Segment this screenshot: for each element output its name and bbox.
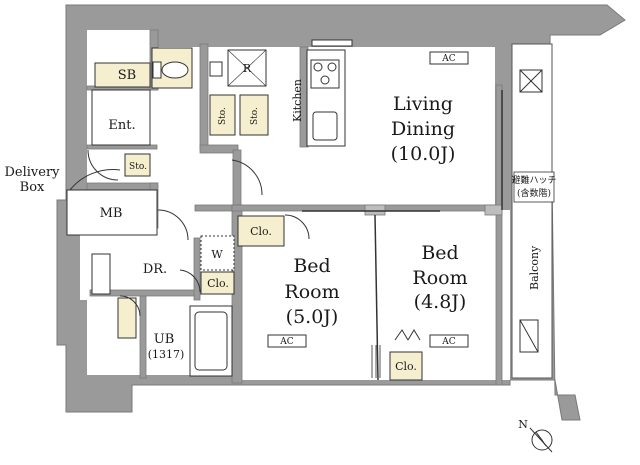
bed1-label-line1: Bed — [293, 255, 330, 277]
living-label-line1: Living — [393, 93, 453, 115]
interior-walls — [86, 29, 503, 386]
bed2-label-line1: Bed — [421, 242, 458, 264]
evacuation-hatch-box — [513, 171, 555, 203]
meter-box-label: MB — [100, 206, 123, 221]
ac-label-living: AC — [441, 54, 455, 64]
clo-label-1: Clo. — [250, 225, 272, 238]
sto-label-1: Sto. — [218, 107, 228, 125]
compass-ring — [531, 429, 553, 451]
bath-tub-inner — [194, 311, 228, 371]
living-label-size: (10.0J) — [391, 143, 456, 165]
balcony-units — [519, 69, 543, 353]
bed1-label-line2: Room — [284, 281, 339, 303]
toilet — [151, 47, 223, 89]
washer-label: W — [211, 248, 223, 261]
washer-space — [200, 235, 235, 271]
entrance-label: Ent. — [108, 118, 135, 133]
storage-units — [117, 94, 423, 381]
vertical-louver — [371, 345, 381, 378]
clo-label-2: Clo. — [207, 277, 229, 290]
shoe-box — [94, 62, 151, 88]
unit-bath-label: UB — [154, 332, 175, 347]
balcony-label: Balcony — [528, 245, 541, 290]
ac-label-bed2: AC — [441, 337, 455, 347]
kitchen-counter — [306, 49, 346, 147]
kitchen-label: Kitchen — [291, 79, 304, 122]
evacuation-hatch-line1: 避難ハッチ — [511, 174, 556, 186]
unit-bath-size: (1317) — [148, 348, 185, 361]
dressing-label: DR. — [143, 262, 167, 277]
living-label-line2: Dining — [391, 118, 455, 140]
sto-label-3: Sto. — [129, 162, 147, 172]
bed2-label-size: (4.8J) — [414, 291, 467, 313]
bed1-label-size: (5.0J) — [286, 306, 339, 328]
range-hood — [311, 39, 353, 47]
ac-units — [267, 51, 469, 348]
sto-label-2: Sto. — [250, 107, 260, 125]
sliding-partitions — [302, 90, 503, 381]
ac-label-bed1: AC — [279, 337, 293, 347]
wash-basin — [91, 253, 111, 295]
compass: N — [518, 418, 553, 453]
entrance-floor — [91, 89, 151, 146]
refrigerator-label: R — [243, 62, 252, 75]
clo-label-3: Clo. — [395, 360, 417, 373]
shoe-box-label: SB — [118, 68, 136, 83]
evacuation-hatch-line2: (含数階) — [517, 187, 551, 199]
door-swings — [69, 149, 421, 341]
compass-north-label: N — [518, 418, 528, 431]
bed2-label-line2: Room — [412, 267, 467, 289]
delivery-box-label-line1: Delivery — [4, 165, 60, 180]
meter-box — [66, 189, 158, 236]
delivery-box-label-line2: Box — [20, 180, 45, 195]
